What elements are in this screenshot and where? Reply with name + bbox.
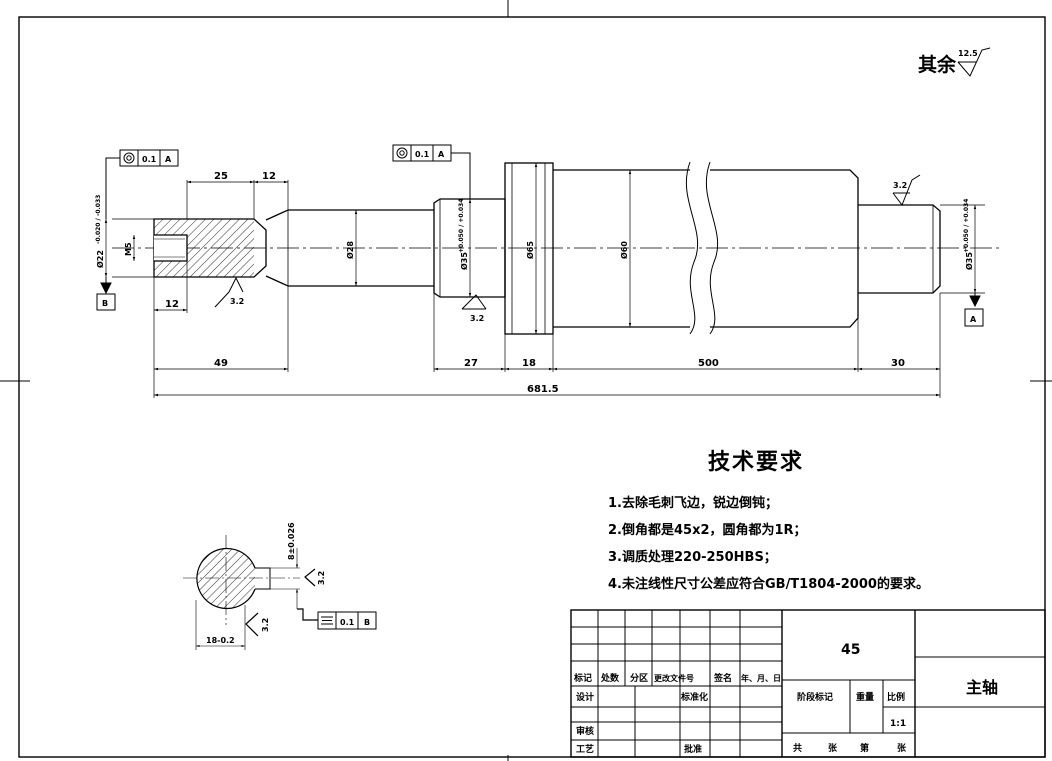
- tb-zone: 分区: [630, 672, 648, 684]
- dim-dia65: Ø65: [525, 241, 535, 259]
- gdt-frame-section: [317, 611, 377, 630]
- title-block-labels: 标记 处数 分区 更改文件号 签名 年、月、日 设计 标准化 审核 工艺 批准 …: [573, 642, 998, 755]
- rotated-dimension-texts: Ø22 -0.020 / -0.033 M5 Ø28 Ø35 +0.050 / …: [95, 195, 974, 270]
- dim-dia35-right-tol: +0.050 / +0.034: [963, 199, 970, 253]
- gdt-section-datum: B: [364, 618, 370, 627]
- shaft-body: [153, 161, 941, 335]
- datum-b-label: B: [102, 299, 108, 308]
- tech-title: 技术要求: [708, 450, 805, 475]
- tb-approve: 批准: [684, 743, 702, 755]
- tb-review: 审核: [576, 725, 594, 737]
- roughness-note-label: 其余: [918, 54, 957, 76]
- tb-weight: 重量: [856, 691, 874, 703]
- dim-30: 30: [891, 358, 905, 369]
- dimension-lines: [104, 163, 985, 398]
- roughness-note-symbol: [957, 47, 991, 77]
- dim-500: 500: [698, 358, 719, 369]
- gdt-mid-datum: A: [438, 150, 445, 159]
- section-view: [183, 535, 318, 650]
- dim-18: 18: [522, 358, 536, 369]
- tb-scale: 1:1: [890, 719, 906, 729]
- gdt-mid-tolerance: 0.1: [415, 150, 430, 159]
- tech-item-3: 3.调质处理220-250HBS；: [608, 550, 777, 565]
- gdt-left-tolerance: 0.1: [142, 155, 157, 164]
- tb-date: 年、月、日: [741, 673, 781, 683]
- tb-mark: 标记: [573, 672, 592, 684]
- datum-b-marker: [96, 277, 116, 311]
- dim-dia35-right: Ø35: [964, 252, 974, 270]
- roughness-left: 3.2: [230, 297, 244, 306]
- dim-dia60: Ø60: [619, 241, 629, 259]
- tb-sign: 签名: [713, 672, 732, 684]
- dim-12-top: 12: [262, 171, 276, 182]
- dim-dia22: Ø22: [95, 250, 105, 268]
- tb-count: 处数: [600, 672, 620, 684]
- tb-material: 45: [841, 642, 860, 658]
- tech-item-4: 4.未注线性尺寸公差应符合GB/T1804-2000的要求。: [608, 577, 929, 592]
- roughness-section-bottom: 3.2: [261, 618, 270, 632]
- dim-m5: M5: [124, 242, 133, 256]
- gdt-section-tolerance: 0.1: [340, 618, 355, 627]
- dim-dia35-left-tol: +0.050 / +0.034: [458, 199, 465, 253]
- technical-requirements: 技术要求 1.去除毛刺飞边，锐边倒钝； 2.倒角都是45x2，圆角都为1R； 3…: [608, 444, 948, 598]
- gdt-frame-left: [105, 149, 179, 219]
- tb-change-doc: 更改文件号: [654, 673, 694, 683]
- roughness-note-value: 12.5: [958, 49, 978, 58]
- tb-sheet: 张: [828, 742, 838, 754]
- dim-dia35-left: Ø35: [459, 252, 469, 270]
- dim-key-width: 8±0.026: [287, 522, 296, 560]
- tech-item-1: 1.去除毛刺飞边，锐边倒钝；: [608, 496, 778, 511]
- roughness-section-key: 3.2: [317, 571, 326, 585]
- roughness-mid: 3.2: [470, 314, 484, 323]
- tb-nth: 第: [860, 742, 869, 754]
- roughness-symbols: [214, 174, 921, 310]
- dim-49: 49: [214, 358, 228, 369]
- tb-part-name: 主轴: [966, 678, 998, 697]
- dim-12-bottom: 12: [165, 299, 179, 310]
- tb-stage-mark: 阶段标记: [797, 691, 833, 703]
- dim-681-5: 681.5: [527, 384, 559, 395]
- datum-a-label: A: [970, 315, 977, 324]
- tech-item-2: 2.倒角都是45x2，圆角都为1R；: [608, 523, 807, 538]
- tb-standard: 标准化: [680, 691, 708, 703]
- tb-total: 共: [793, 742, 802, 754]
- title-block-grid: [570, 609, 1046, 758]
- tb-process: 工艺: [576, 743, 594, 755]
- datum-a-marker: [964, 293, 984, 327]
- tb-sheet2: 张: [897, 742, 907, 754]
- gdt-frame-mid: [392, 144, 471, 199]
- dim-key-depth: 18-0.2: [206, 636, 235, 645]
- dim-dia22-tol: -0.020 / -0.033: [95, 195, 102, 244]
- gdt-left-datum: A: [165, 155, 172, 164]
- dim-27: 27: [464, 358, 478, 369]
- tb-design: 设计: [576, 691, 594, 703]
- roughness-right: 3.2: [893, 181, 907, 190]
- tb-ratio: 比例: [887, 691, 905, 703]
- dim-25: 25: [214, 171, 228, 182]
- dim-dia28: Ø28: [345, 241, 355, 259]
